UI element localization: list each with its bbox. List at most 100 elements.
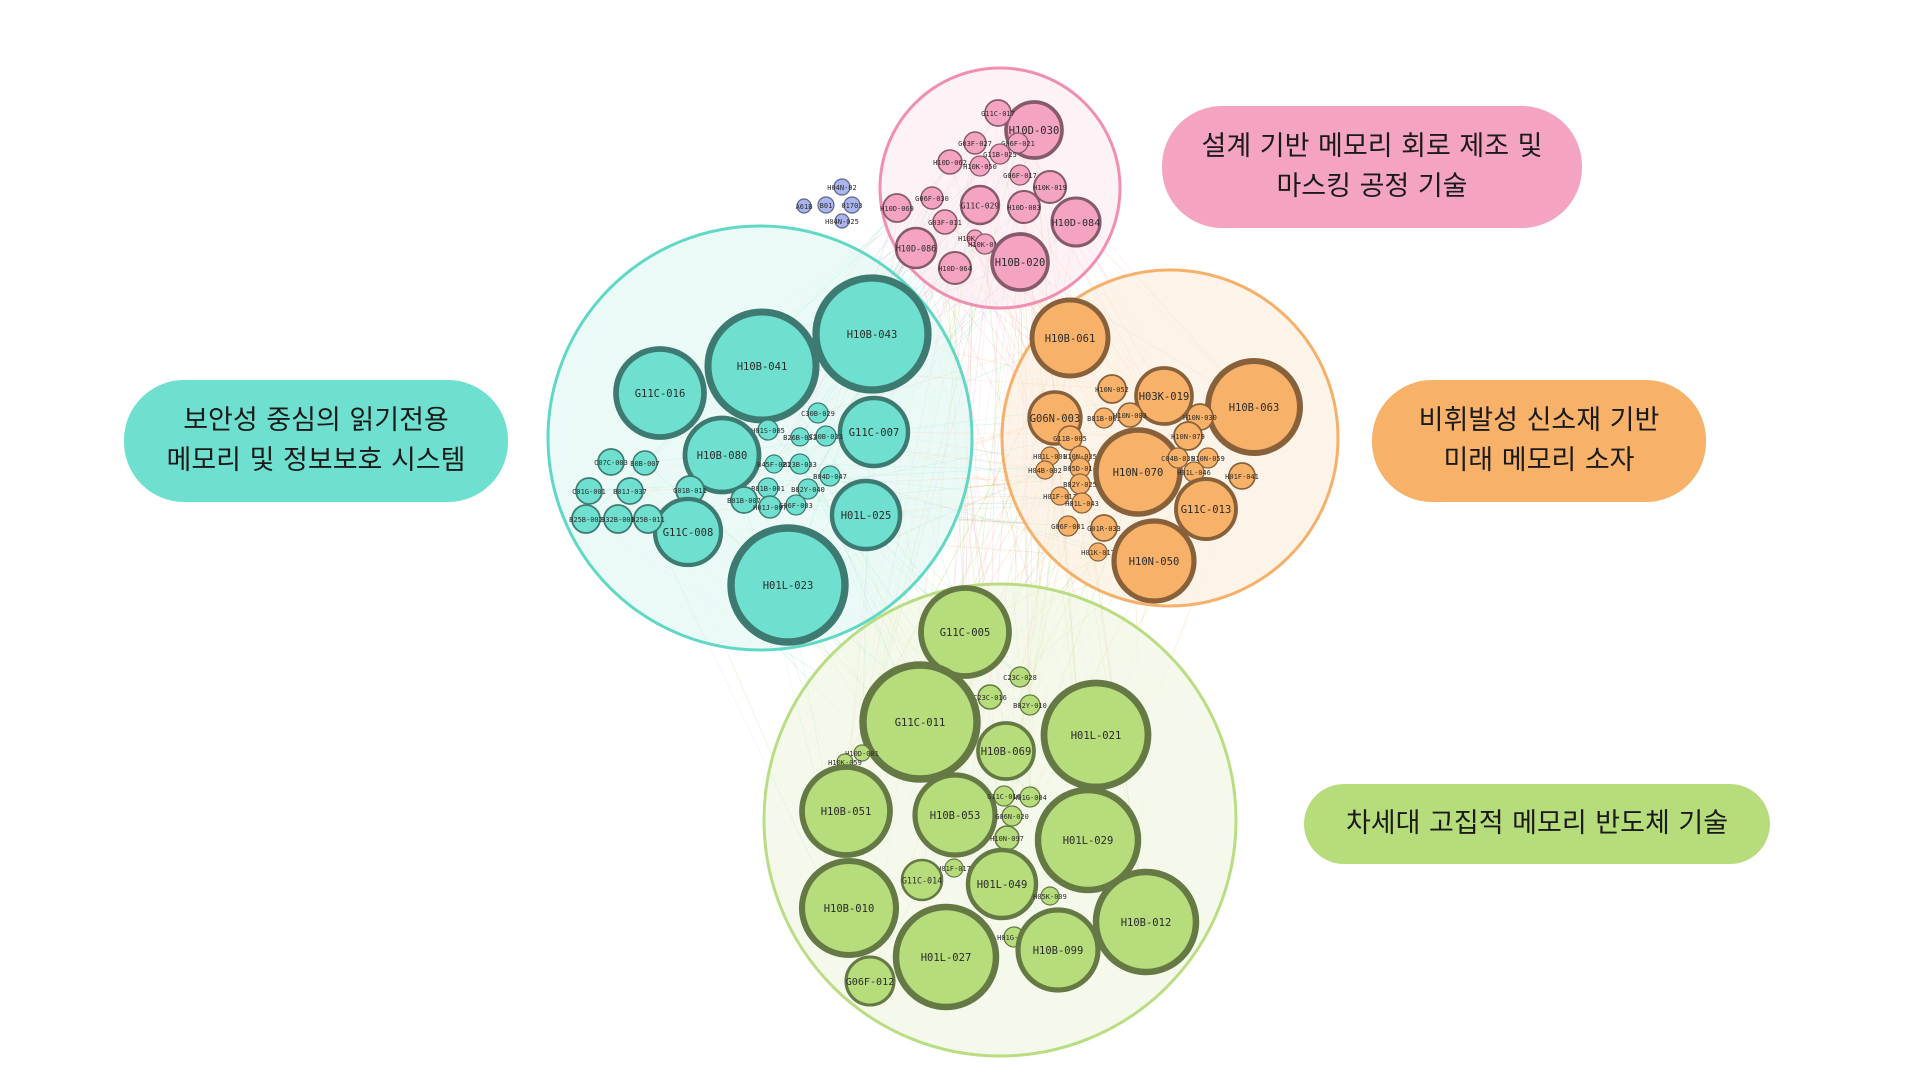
node-label: B25B-002 — [569, 516, 603, 524]
node-label: B01 — [820, 202, 833, 210]
node-label: G11C-013 — [1181, 504, 1232, 516]
node-label: H04N-02 — [827, 184, 857, 192]
node-label: H10B-010 — [824, 903, 875, 915]
node-label: B82Y-040 — [791, 486, 825, 494]
node-label: H10B-053 — [930, 810, 981, 822]
edge — [861, 237, 976, 754]
node-green — [892, 903, 1000, 1011]
node-teal — [571, 504, 601, 534]
node-label: H01F-017 — [937, 865, 971, 873]
node-orange — [1088, 542, 1108, 562]
edge — [761, 365, 1113, 390]
node-pink — [932, 209, 958, 235]
node-label: H03K-019 — [1139, 391, 1190, 403]
node-teal — [757, 419, 779, 441]
node-green — [1001, 805, 1023, 827]
node-green — [965, 847, 1039, 921]
node-label: C30B-033 — [809, 433, 843, 441]
node-orange — [1173, 421, 1203, 451]
node-orange — [1035, 460, 1055, 480]
label-green-cluster: 차세대 고집적 메모리 반도체 기술 — [1304, 784, 1770, 864]
node-label: H10B-043 — [847, 329, 898, 341]
node-orange — [1197, 447, 1219, 469]
node-teal — [764, 454, 784, 474]
node-label: H10N-097 — [990, 835, 1024, 843]
node-label: B01J-037 — [613, 488, 647, 496]
node-green — [1019, 694, 1041, 716]
node-label: H10N-030 — [1183, 414, 1217, 422]
node-label: H10N-050 — [1129, 556, 1180, 568]
node-label: G06F-012 — [846, 977, 895, 988]
node-pink — [894, 226, 938, 270]
node-label: G11B-005 — [1053, 435, 1087, 443]
edge — [974, 237, 1069, 527]
node-label: B0B-007 — [630, 460, 660, 468]
node-teal — [730, 486, 758, 514]
node-pink — [963, 131, 987, 155]
node-pink — [1050, 196, 1102, 248]
node-teal — [758, 495, 782, 519]
node-green — [1040, 886, 1060, 906]
node-label: G11C-011 — [895, 717, 946, 729]
node-blue — [843, 196, 861, 214]
node-label: H10N-035 — [1063, 453, 1097, 461]
node-label: H10B-069 — [981, 746, 1032, 758]
node-label: H10D-086 — [896, 244, 936, 254]
label-orange-line-1: 비휘발성 신소재 기반 — [1418, 405, 1660, 436]
node-label: G11C-014 — [902, 876, 942, 886]
node-teal — [704, 308, 820, 424]
node-blue — [817, 196, 835, 214]
node-orange — [1057, 515, 1079, 537]
node-pink — [959, 184, 1001, 226]
node-label: H10B-080 — [697, 450, 748, 462]
node-label: G06F-030 — [915, 195, 949, 203]
node-teal — [785, 494, 807, 516]
node-label: G03F-027 — [958, 140, 992, 148]
node-orange — [1228, 462, 1256, 490]
node-blue — [833, 178, 851, 196]
node-green — [1015, 907, 1101, 993]
label-pink-line-2: 마스킹 공정 기술 — [1276, 171, 1468, 202]
node-label: H10B-061 — [1045, 333, 1096, 345]
node-green — [912, 772, 998, 858]
label-orange-cluster: 비휘발성 신소재 기반 미래 메모리 소자 — [1372, 380, 1706, 502]
node-label: H10K-071 — [958, 235, 992, 243]
node-green — [993, 785, 1015, 807]
node-pink — [920, 186, 944, 210]
node-label: B81B-007 — [727, 497, 761, 505]
node-label: H10N-052 — [1095, 386, 1129, 394]
node-label: G11C-005 — [940, 627, 991, 639]
label-teal-cluster: 보안성 중심의 읽기전용 메모리 및 정보보호 시스템 — [124, 380, 508, 502]
node-green — [977, 684, 1003, 710]
node-label: H10B-099 — [1033, 945, 1084, 957]
node-label: G01R-033 — [1087, 525, 1121, 533]
node-label: B45F-021 — [757, 461, 791, 469]
edge — [799, 463, 1099, 553]
node-label: H10D-083 — [1007, 204, 1041, 212]
node-label: H05K-009 — [1033, 893, 1067, 901]
node-pink — [937, 250, 973, 286]
node-label: G06F-003 — [779, 502, 813, 510]
node-label: G01B-011 — [673, 487, 707, 495]
edge — [1019, 437, 1071, 678]
edge — [964, 261, 1021, 633]
node-label: H01G-013 — [997, 934, 1031, 942]
node-teal — [633, 504, 663, 534]
node-label: H10N-059 — [1191, 455, 1225, 463]
node-green — [1092, 868, 1200, 976]
node-label: G06F-001 — [1051, 523, 1085, 531]
node-label: G06N-020 — [995, 813, 1029, 821]
node-label: H01L-001 — [1033, 453, 1067, 461]
node-orange — [1174, 477, 1238, 541]
node-label: H01L-021 — [1071, 730, 1122, 742]
label-pink-line-1: 설계 기반 메모리 회로 제조 및 — [1201, 131, 1543, 162]
node-green — [1019, 786, 1041, 808]
edge — [647, 437, 1071, 520]
node-orange — [1167, 447, 1189, 469]
node-pink — [1009, 164, 1031, 186]
node-label: G11C-029 — [961, 202, 1000, 211]
node-label: C04B-035 — [1161, 455, 1195, 463]
node-label: B82Y-010 — [1013, 702, 1047, 710]
